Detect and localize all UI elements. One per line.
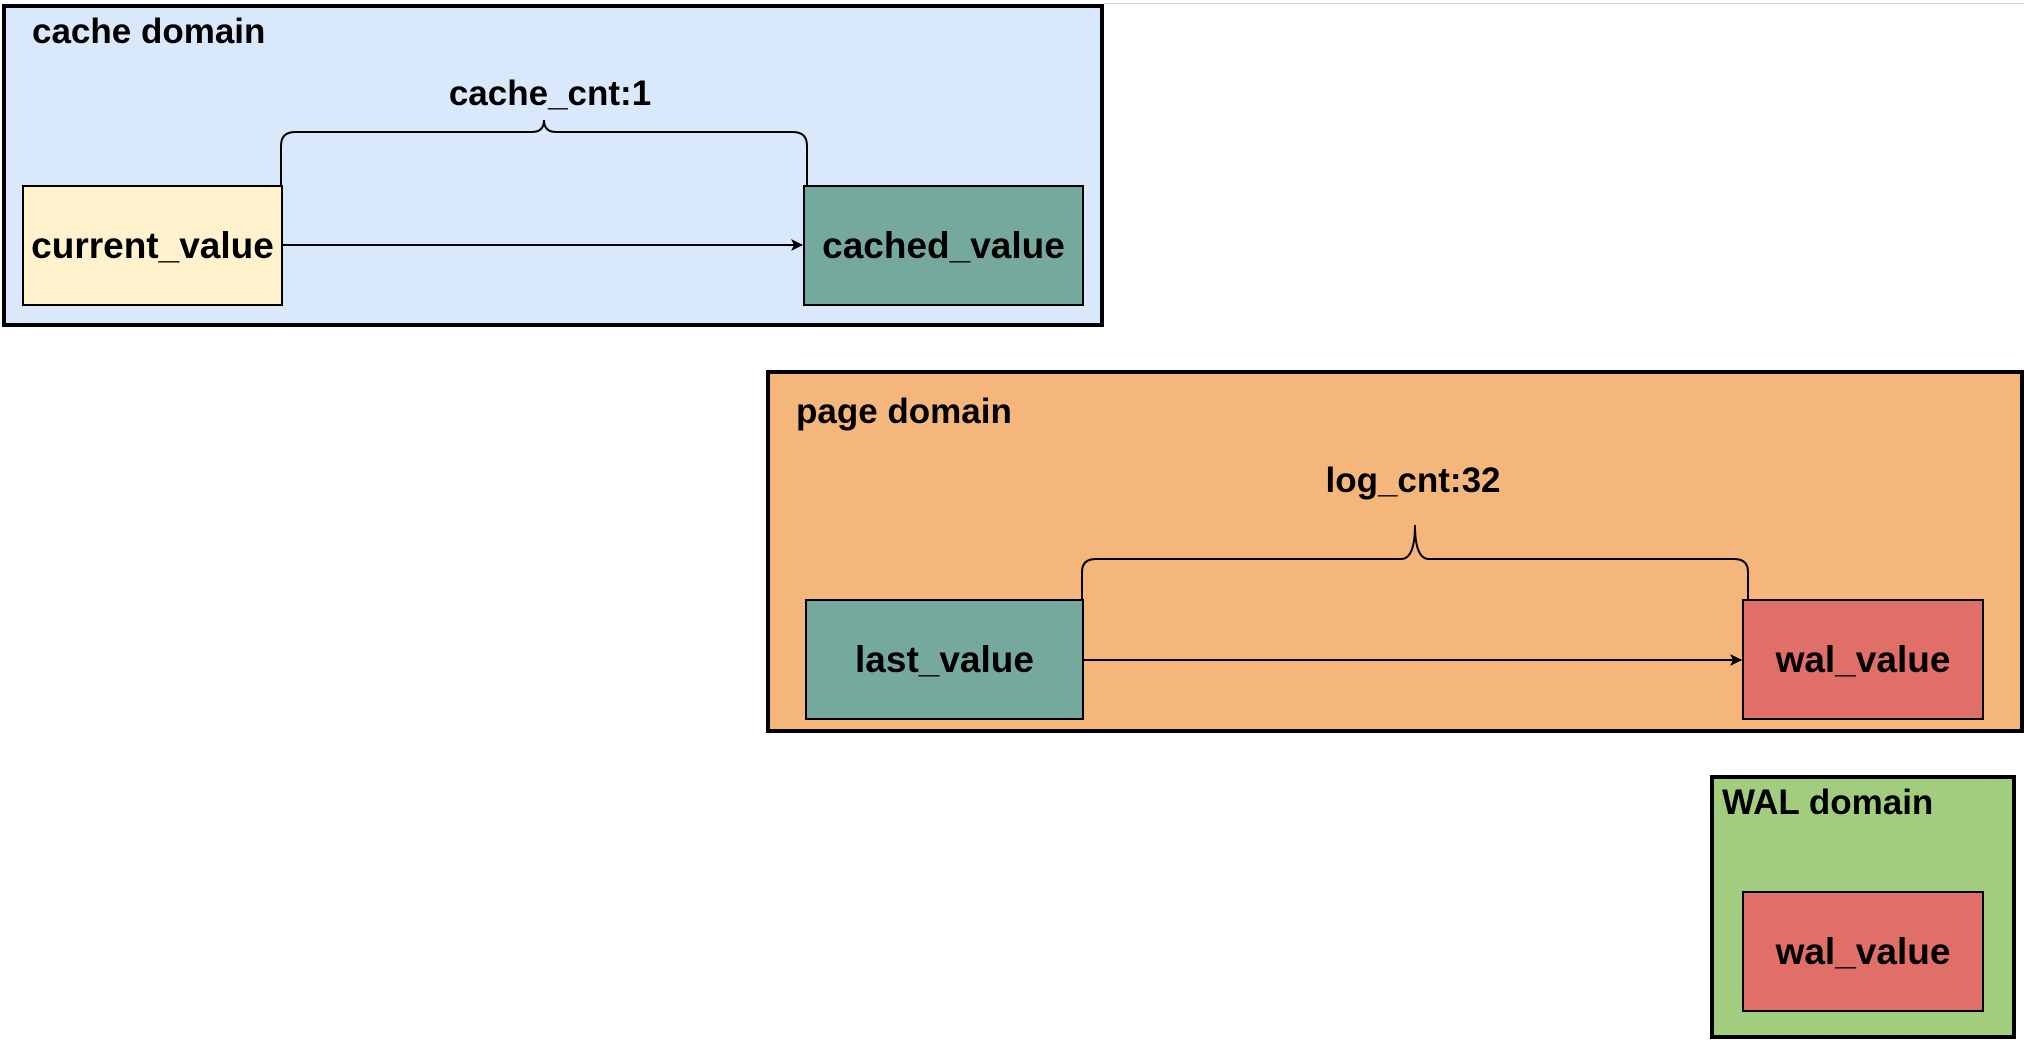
wal-domain-value-box[interactable]: wal_value [1742,891,1984,1012]
log-cnt-label: log_cnt:32 [1325,461,1501,500]
cache-domain-title: cache domain [32,12,266,51]
cached-value-box[interactable]: cached_value [803,185,1084,306]
current-value-box[interactable]: current_value [22,185,283,306]
wal-value-box[interactable]: wal_value [1742,599,1984,720]
cache-cnt-label: cache_cnt:1 [448,74,652,113]
page-domain-title: page domain [796,392,1012,431]
top-border-line [1104,3,2024,4]
wal-domain-title: WAL domain [1722,783,1934,822]
last-value-box[interactable]: last_value [805,599,1084,720]
